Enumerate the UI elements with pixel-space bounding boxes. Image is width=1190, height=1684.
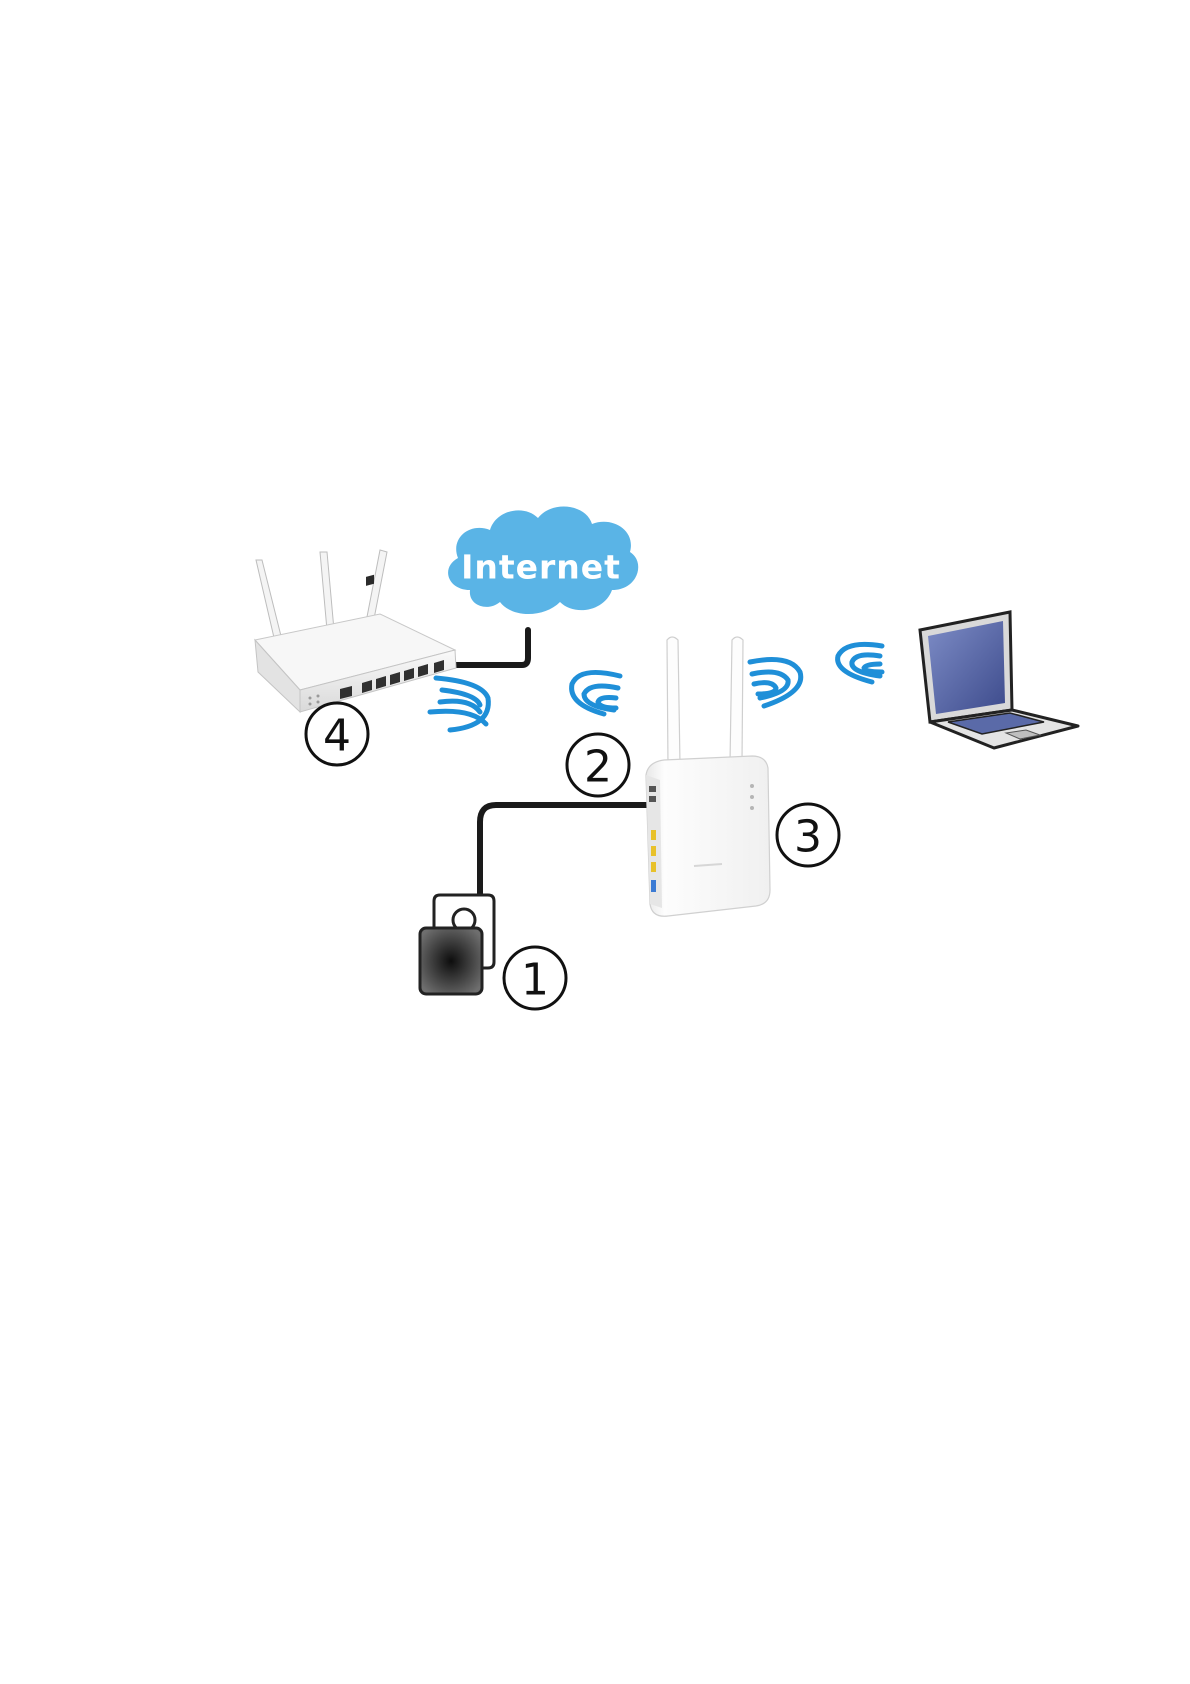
ap-antenna-left	[667, 637, 680, 767]
ap-body	[646, 756, 770, 916]
callout-3-label: 3	[794, 812, 822, 863]
power-adapter-icon	[420, 928, 482, 994]
router-ports	[366, 575, 374, 586]
wifi-signal-icon	[838, 644, 882, 682]
router-antenna-right	[366, 550, 387, 624]
wifi-signal-icon	[430, 678, 488, 730]
callout-2: 2	[567, 734, 629, 796]
wifi-signal-icon	[750, 660, 801, 706]
callout-1-label: 1	[521, 955, 549, 1006]
internet-cloud: Internet	[448, 507, 638, 614]
cloud-label: Internet	[461, 548, 621, 587]
laptop	[920, 612, 1078, 748]
access-point	[646, 637, 770, 916]
callout-2-label: 2	[584, 742, 612, 793]
router-antenna-left	[256, 560, 282, 642]
main-router	[255, 550, 456, 712]
router-antenna-middle	[320, 552, 334, 630]
wan-cable	[453, 630, 528, 665]
ap-antenna-right	[730, 637, 743, 763]
callout-4: 4	[306, 703, 368, 765]
callout-4-label: 4	[323, 711, 351, 762]
wifi-signal-icon	[572, 672, 620, 714]
power-cable	[480, 805, 648, 910]
power-adapter	[420, 895, 494, 994]
laptop-screen	[928, 621, 1005, 714]
callout-3: 3	[777, 804, 839, 866]
callout-1: 1	[504, 947, 566, 1009]
